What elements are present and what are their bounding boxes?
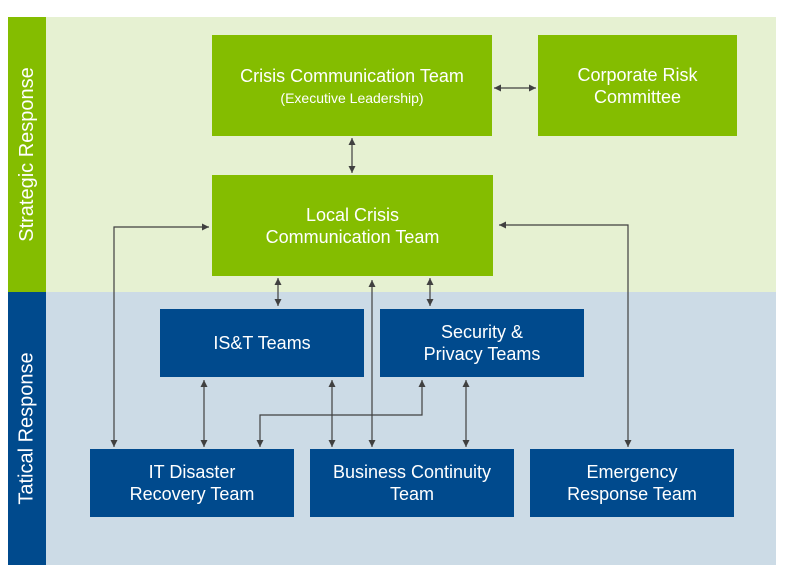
- connector-local-emergency: [499, 221, 632, 447]
- corporate-risk-line1: Corporate Risk: [577, 64, 698, 85]
- corporate-risk-committee-box: Corporate Risk Committee: [538, 35, 737, 136]
- it-dr-line1: IT Disaster: [148, 462, 236, 482]
- bc-line2: Team: [389, 484, 434, 504]
- local-crisis-communication-team-box: Local Crisis Communication Team: [212, 175, 493, 276]
- connector-security-itdr: [256, 380, 426, 447]
- connector-local-itdr: [110, 223, 209, 447]
- emergency-line1: Emergency: [586, 462, 678, 482]
- security-line2: Privacy Teams: [423, 344, 541, 364]
- it-dr-line2: Recovery Team: [129, 484, 255, 504]
- crisis-communication-team-box: Crisis Communication Team (Executive Lea…: [212, 35, 492, 136]
- security-privacy-teams-box: Security & Privacy Teams: [380, 309, 584, 377]
- strategic-response-label: Strategic Response: [8, 17, 46, 292]
- crisis-communication-team-subtitle: (Executive Leadership): [280, 89, 424, 106]
- business-continuity-team-box: Business Continuity Team: [310, 449, 514, 517]
- crisis-communication-team-title: Crisis Communication Team: [240, 65, 464, 86]
- bc-line1: Business Continuity: [332, 462, 492, 482]
- tactical-response-label: Tatical Response: [8, 292, 46, 565]
- local-crisis-line2: Communication Team: [265, 226, 440, 247]
- ist-teams-label: IS&T Teams: [213, 333, 311, 353]
- ist-teams-box: IS&T Teams: [160, 309, 364, 377]
- emergency-response-team-box: Emergency Response Team: [530, 449, 734, 517]
- security-line1: Security &: [440, 322, 524, 342]
- corporate-risk-line2: Committee: [593, 86, 682, 107]
- local-crisis-line1: Local Crisis: [305, 204, 400, 225]
- it-disaster-recovery-team-box: IT Disaster Recovery Team: [90, 449, 294, 517]
- emergency-line2: Response Team: [567, 484, 697, 504]
